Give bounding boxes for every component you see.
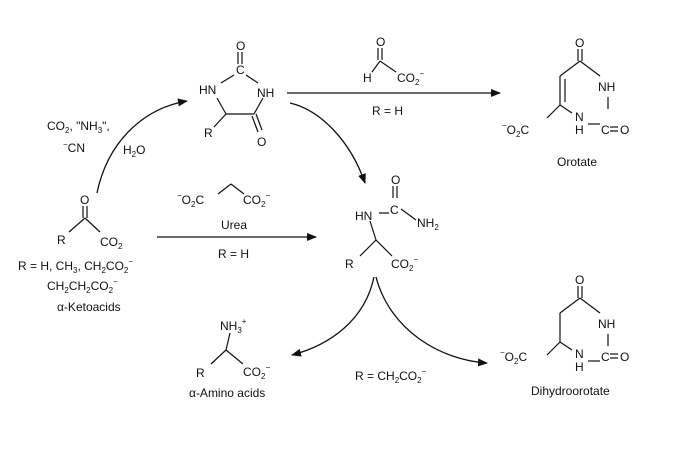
hydantoin-r: R: [204, 126, 213, 140]
carbamoyl-structure: [359, 186, 417, 257]
orotate-c2: C: [601, 123, 610, 137]
dho-bond-c6-co2: [546, 341, 561, 356]
dho-c2: C: [601, 350, 610, 364]
glyoxylate-bond-c: [379, 60, 397, 73]
reagent-cyanide: −CN: [63, 140, 85, 155]
condition-r-h-top: R = H: [372, 104, 403, 118]
hydantoin-co2-double-b: [255, 113, 263, 131]
hydantoin-bond-ch-r: [213, 113, 227, 128]
glyoxylate-co2: CO2−: [397, 69, 424, 87]
arrow-hydantoin-to-carbamoyl: [289, 102, 366, 184]
carbamoyl-nh2: NH2: [417, 216, 439, 232]
dho-carboxylate: −O2C: [500, 348, 527, 366]
malonate-bond-left: [217, 183, 232, 195]
carbamoyl-c: C: [390, 203, 399, 217]
glyoxylate-structure: [371, 48, 397, 73]
ketoacid-r: R: [57, 233, 66, 247]
carbamoyl-r: R: [345, 257, 354, 271]
carbamoyl-o: O: [391, 173, 400, 187]
dho-nh: NH: [598, 317, 615, 331]
ketoacid-bond-co2: [84, 217, 101, 233]
hydantoin-bond-c-nh: [245, 74, 259, 84]
orotate-name: Orotate: [557, 155, 597, 169]
condition-r-h-mid: R = H: [218, 247, 249, 261]
reagent-urea: Urea: [221, 218, 247, 232]
hydantoin-bond-c-nh2: [253, 97, 264, 115]
orotate-n1-h: H: [575, 123, 584, 137]
carbamoyl-co2: CO2−: [391, 255, 418, 273]
orotate-nh: NH: [598, 80, 615, 94]
hydantoin-bond-c-hn: [220, 74, 235, 84]
orotate-structure: [546, 49, 618, 132]
dho-o-right: O: [620, 350, 629, 364]
dihydroorotate-structure: [546, 286, 618, 362]
arrow-carbamoyl-to-dihydroorotate: [375, 276, 488, 367]
dho-name: Dihydroorotate: [531, 384, 610, 398]
aminoacid-nh3: NH3+: [220, 317, 247, 335]
carbamoyl-bond-c-nh2: [400, 208, 417, 221]
aminoacid-co2: CO2−: [243, 363, 270, 381]
aminoacid-bond-n: [225, 332, 231, 351]
dho-bond-c4-c5: [559, 297, 581, 314]
dho-bond-c4-n3: [579, 297, 601, 314]
aminoacid-bond-co2: [225, 349, 244, 365]
glyoxylate-o: O: [376, 35, 385, 49]
ketoacid-bond-r: [68, 217, 86, 233]
ketoacid-o: O: [80, 193, 89, 207]
condition-r-ch2co2: R = CH2CO2−: [355, 367, 427, 385]
hydantoin-nh: NH: [257, 86, 274, 100]
aminoacid-bond-r: [210, 349, 227, 365]
dho-n1: N: [575, 347, 584, 361]
hydantoin-hn: HN: [199, 83, 216, 97]
orotate-bond-c6-n1: [559, 104, 573, 114]
dho-n1-h: H: [575, 360, 584, 374]
carbamoyl-hn: HN: [355, 209, 372, 223]
aminoacid-r: R: [196, 366, 205, 380]
orotate-bond-c4-n3: [579, 60, 601, 77]
hydantoin-o-right: O: [257, 135, 266, 149]
ketoacid-co2: CO2: [100, 235, 123, 251]
dho-bond-c6-n1: [559, 341, 573, 351]
orotate-bond-c6-co2: [546, 104, 561, 119]
reagent-co2-nh3: CO2, "NH3",: [47, 119, 110, 135]
dho-o-top: O: [575, 273, 584, 287]
hydantoin-structure: [213, 52, 264, 133]
malonate-bond-right: [230, 183, 245, 195]
carbamoyl-bond-ch-r: [359, 239, 377, 257]
carbamoyl-bond-ch-co2: [375, 239, 393, 257]
arrow-ketoacid-to-hydantoin: [96, 98, 188, 194]
ketoacid-structure: [68, 206, 101, 233]
hydantoin-c-top: C: [236, 63, 245, 77]
arrow-carbamoyl-to-aminoacid: [291, 276, 375, 357]
malonate-right: CO2−: [243, 191, 270, 209]
malonate-structure: [217, 183, 245, 195]
hydantoin-o-top: O: [236, 39, 245, 53]
glyoxylate-bond-h: [371, 60, 381, 73]
ketoacid-r-list-line1: R = H, CH3, CH2CO2−: [18, 257, 133, 275]
orotate-o-top: O: [575, 36, 584, 50]
aminoacid-name: α-Amino acids: [189, 386, 265, 400]
glyoxylate-h: H: [363, 71, 372, 85]
malonate-left: −O2C: [177, 191, 204, 209]
hydantoin-co2-double-a: [251, 115, 259, 133]
hydantoin-bond-hn-ch: [216, 97, 227, 115]
carbamoyl-bond-hn-ch: [369, 220, 377, 241]
orotate-n1: N: [575, 110, 584, 124]
orotate-bond-c4-c5: [559, 60, 581, 77]
aminoacid-structure: [210, 332, 244, 365]
ketoacid-r-list-line2: CH2CH2CO2−: [47, 277, 118, 295]
ketoacid-name: α-Ketoacids: [57, 300, 121, 314]
reagent-water: H2O: [123, 143, 145, 159]
orotate-o-right: O: [620, 123, 629, 137]
orotate-carboxylate: −O2C: [502, 121, 529, 139]
